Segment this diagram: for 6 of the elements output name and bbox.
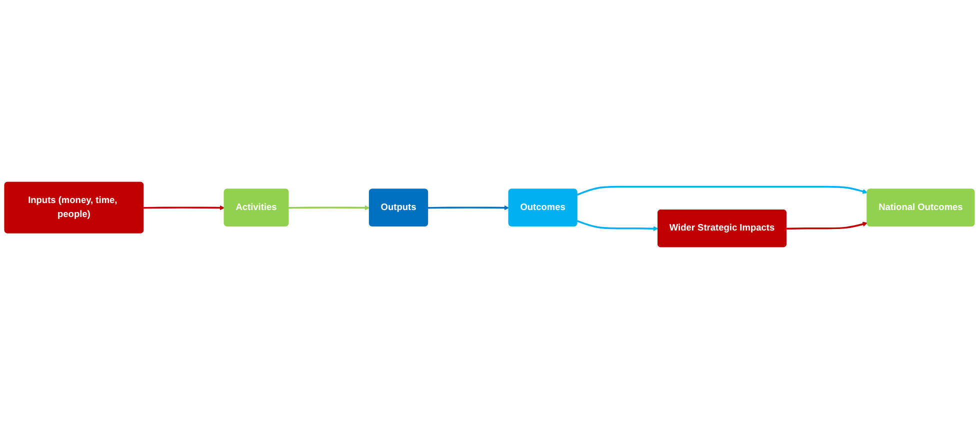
arrow bbox=[288, 205, 370, 210]
arrow bbox=[576, 220, 658, 232]
arrow bbox=[576, 186, 868, 196]
arrow bbox=[428, 205, 510, 210]
arrow bbox=[786, 222, 868, 230]
arrow bbox=[144, 205, 225, 210]
